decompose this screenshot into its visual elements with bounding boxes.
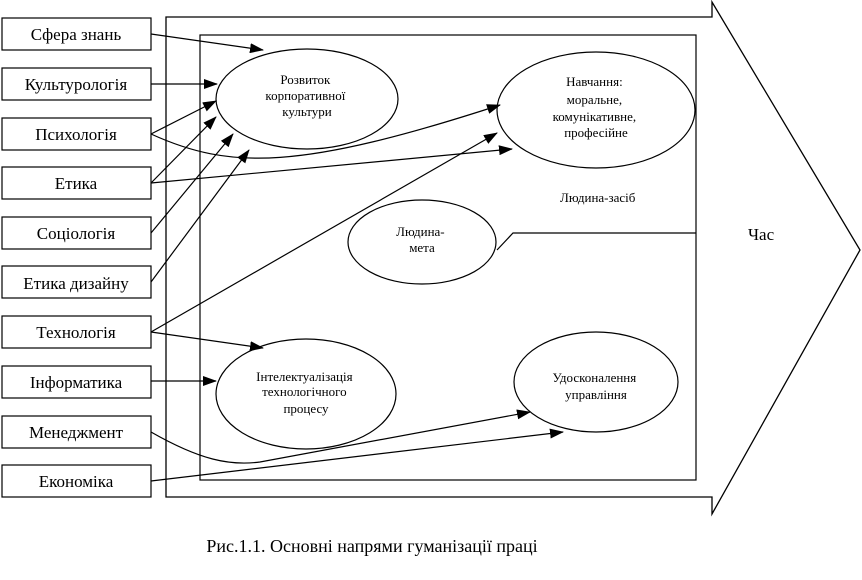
inner-frame — [199, 34, 697, 481]
arrow-management-improvement — [150, 409, 531, 464]
arrow-economics-improvement — [150, 428, 564, 482]
box-label: Інформатика — [30, 373, 123, 392]
box-label: Психологія — [35, 125, 117, 144]
box-knowledge: Сфера знань — [1, 17, 152, 51]
ellipse-intellectualization: Інтелектуалізація технологічного процесу — [215, 338, 397, 450]
connector-arrows — [150, 33, 564, 482]
box-label: Етика — [55, 174, 98, 193]
ellipse-corporate-culture: Розвиток корпоративної культури — [215, 48, 399, 150]
box-culturology: Культурологія — [1, 67, 152, 101]
box-psychology: Психологія — [1, 117, 152, 151]
arrow-technology-training — [150, 132, 498, 333]
figure-caption: Рис.1.1. Основні напрями гуманізації пра… — [206, 536, 538, 556]
arrow-ethics-corporate — [150, 116, 217, 184]
time-label: Час — [748, 225, 775, 244]
arrow-ethics-training — [150, 145, 513, 184]
ellipse-training: Навчання: моральне, комунікативне, профе… — [496, 51, 696, 169]
box-label: Культурологія — [25, 75, 128, 94]
human-means-label: Людина-засіб — [560, 190, 636, 205]
arrow-design-ethics-corporate — [150, 149, 250, 283]
box-management: Менеджмент — [1, 415, 152, 449]
ellipse-label: Інтелектуалізація технологічного процесу — [256, 369, 356, 416]
ellipse-label: Розвиток корпоративної культури — [265, 72, 348, 119]
box-label: Етика дизайну — [23, 274, 129, 293]
arrow-technology-intellect — [150, 331, 264, 352]
arrow-sociology-corporate — [150, 133, 234, 234]
arrow-knowledge-corporate — [150, 33, 264, 54]
box-economics: Економіка — [1, 464, 152, 498]
ellipse-human-goal: Людина- мета — [347, 199, 497, 285]
box-label: Менеджмент — [29, 423, 124, 442]
ellipse-label: Удосконалення управління — [553, 370, 640, 402]
arrow-psychology-corporate — [150, 100, 217, 135]
box-label: Технологія — [36, 323, 116, 342]
time-arrow — [165, 0, 861, 517]
box-informatics: Інформатика — [1, 365, 152, 399]
box-label: Сфера знань — [31, 25, 122, 44]
box-label: Соціологія — [37, 224, 116, 243]
box-technology: Технологія — [1, 315, 152, 349]
arrow-psychology-training — [150, 104, 501, 159]
box-design-ethics: Етика дизайну — [1, 265, 152, 299]
source-boxes: Сфера знань Культурологія Психологія Ети… — [1, 17, 152, 498]
ellipse-label: Людина- мета — [396, 224, 448, 255]
box-sociology: Соціологія — [1, 216, 152, 250]
ellipse-label: Навчання: моральне, комунікативне, профе… — [553, 74, 640, 140]
box-ethics: Етика — [1, 166, 152, 200]
box-label: Економіка — [39, 472, 114, 491]
human-means-connector — [496, 232, 696, 251]
ellipse-management-improvement: Удосконалення управління — [513, 331, 679, 433]
